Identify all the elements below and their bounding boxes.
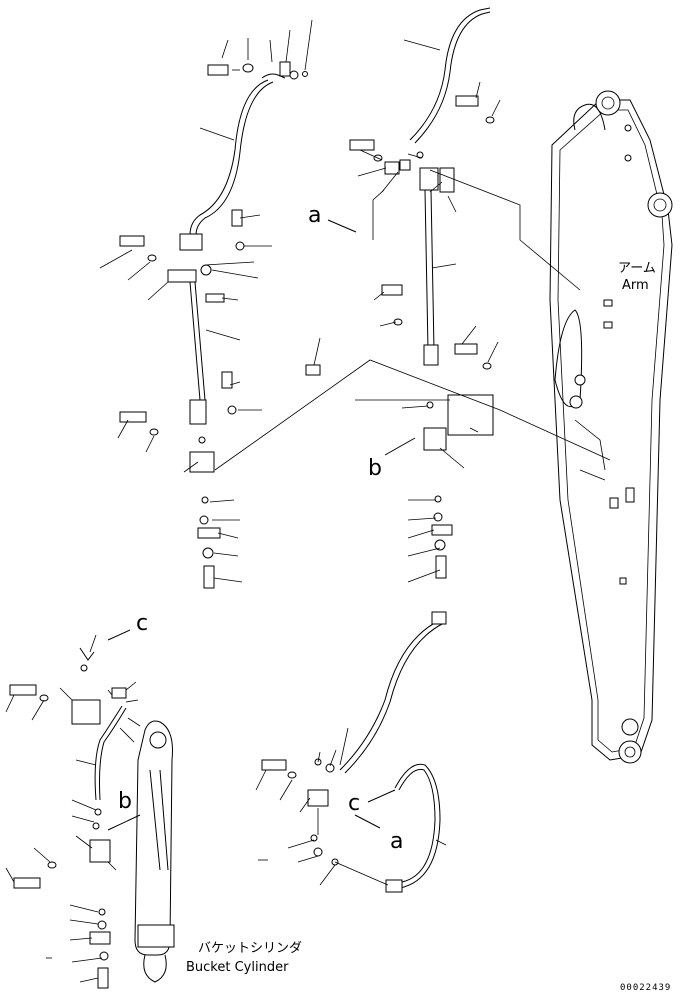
ref-arrow-c-upper bbox=[107, 629, 131, 641]
leader-lines bbox=[5, 19, 501, 983]
bucket-cylinder-label-en: Bucket Cylinder bbox=[186, 960, 289, 975]
bucket-cylinder-assembly bbox=[9, 647, 175, 989]
ref-arrow-a-lower bbox=[354, 814, 381, 829]
ref-label-b-center: b bbox=[368, 456, 382, 481]
arm-assembly bbox=[549, 90, 673, 764]
drawing-number: 00022439 bbox=[620, 983, 671, 993]
arm-label-jp: アーム bbox=[618, 261, 656, 276]
ref-label-b-lower: b bbox=[118, 789, 132, 814]
arm-label-en: Arm bbox=[622, 278, 649, 293]
ref-arrow-b-center bbox=[384, 437, 416, 456]
ref-arrow-a-top bbox=[327, 219, 357, 233]
center-upper-hose-assembly bbox=[305, 7, 495, 579]
ref-label-c-lower: c bbox=[348, 791, 360, 816]
ref-arrow-c-lower bbox=[367, 789, 396, 803]
ref-label-c-upper: c bbox=[136, 611, 148, 636]
ref-arrow-b-lower bbox=[107, 814, 141, 831]
lower-center-hose-assembly bbox=[261, 611, 447, 893]
ref-label-a-top: a bbox=[308, 203, 321, 228]
bucket-cylinder-label-jp: バケットシリンダ bbox=[198, 941, 302, 956]
routing-lines bbox=[214, 169, 611, 471]
left-upper-hose-assembly bbox=[119, 61, 308, 589]
ref-label-a-lower: a bbox=[390, 829, 403, 854]
